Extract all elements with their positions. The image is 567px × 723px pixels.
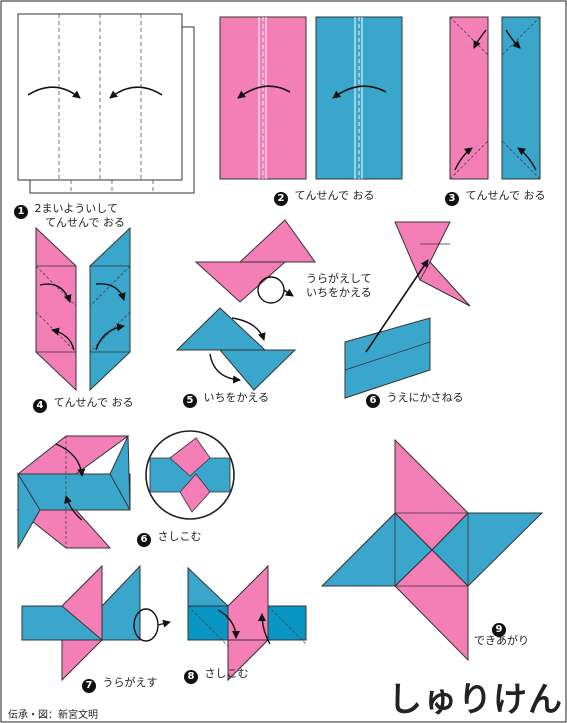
step2-label: 2 てんせんで おる	[274, 189, 374, 206]
step6b-text: さしこむ	[157, 530, 202, 543]
step5-label: 5 いちをかえる	[183, 391, 269, 408]
step4-text: てんせんで おる	[53, 396, 134, 409]
step5-text: いちをかえる	[203, 391, 270, 404]
step9-number-wrap: 9	[492, 620, 509, 637]
finished-shuriken	[320, 438, 544, 662]
step6b-label: 6 さしこむ	[137, 530, 202, 547]
step1-text-line1: 2まいよういして	[34, 202, 118, 215]
step3-number: 3	[445, 192, 459, 206]
step5-note-line2: いちをかえる	[306, 286, 372, 299]
step3-strips	[449, 16, 541, 180]
step9-number: 9	[492, 623, 506, 637]
step9-text: できあがり	[474, 634, 529, 647]
step3-label: 3 てんせんで おる	[445, 189, 545, 206]
step1-number: 1	[14, 205, 28, 219]
step2-number: 2	[274, 192, 288, 206]
step7-shape	[21, 564, 171, 682]
step4-parallelograms	[35, 226, 131, 392]
step8-shape	[187, 564, 307, 682]
step6-insert	[16, 430, 235, 550]
step1-text-line2: てんせんで おる	[45, 216, 125, 229]
step6a-text: うえにかさねる	[386, 391, 464, 404]
step8-text: さしこむ	[204, 667, 249, 680]
credit-line: 伝承・図：新宮文明	[8, 710, 98, 721]
step5-units	[175, 219, 316, 391]
step6a-label: 6 うえにかさねる	[366, 391, 464, 408]
step6a-number: 6	[366, 394, 380, 408]
step8-label: 8 さしこむ	[184, 667, 249, 684]
step2-text: てんせんで おる	[294, 189, 375, 202]
step5-number: 5	[183, 394, 197, 408]
step1-label: 1 2まいよういして	[14, 202, 118, 219]
step4-number: 4	[33, 399, 47, 413]
step7-number: 7	[82, 679, 96, 693]
step7-label: 7 うらがえす	[82, 676, 158, 693]
step2-strips	[219, 16, 403, 180]
step6b-number: 6	[137, 533, 151, 547]
step3-text: てんせんで おる	[465, 189, 546, 202]
step6-stack	[344, 221, 471, 399]
step8-number: 8	[184, 670, 198, 684]
page-title: しゅりけん	[388, 680, 563, 720]
step1-squares	[17, 13, 195, 194]
step5-note-line1: うらがえして	[306, 272, 372, 285]
step4-label: 4 てんせんで おる	[33, 396, 133, 413]
step7-text: うらがえす	[102, 676, 158, 689]
